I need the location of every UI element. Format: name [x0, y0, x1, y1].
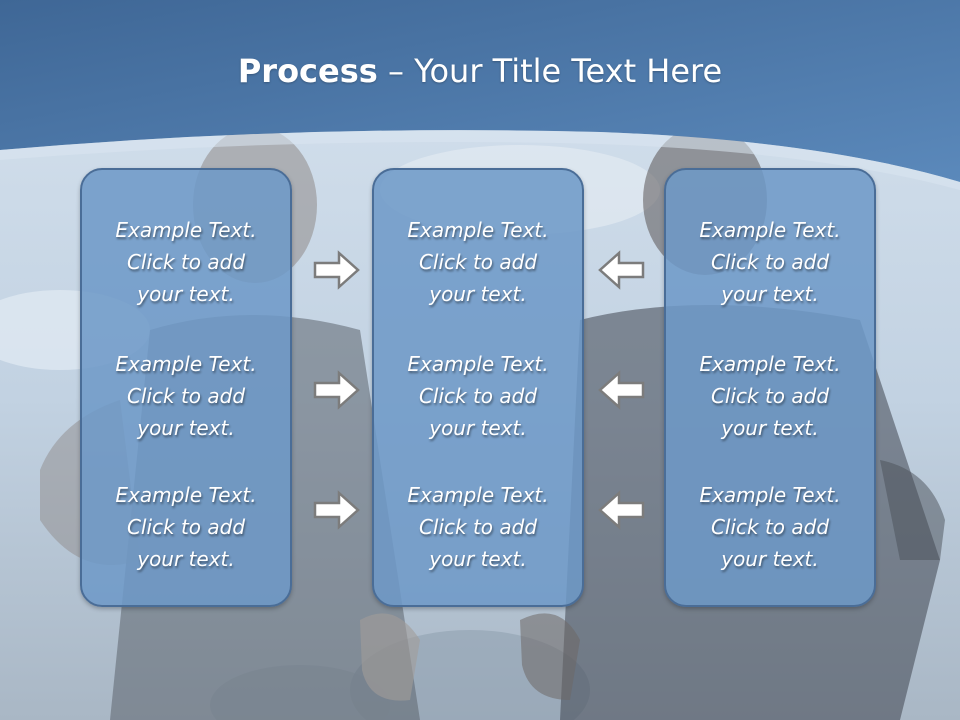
- text-line: Click to add: [418, 250, 538, 274]
- text-line: your text.: [429, 282, 527, 306]
- right-arrow-icon: [313, 490, 360, 530]
- text-line: your text.: [721, 547, 819, 571]
- left-arrow-icon: [598, 370, 645, 410]
- text-line: Click to add: [418, 384, 538, 408]
- text-line: Example Text.: [407, 218, 549, 242]
- process-box-right: Example Text. Click to add your text. Ex…: [664, 168, 876, 607]
- text-line: Click to add: [126, 515, 246, 539]
- text-line: your text.: [137, 547, 235, 571]
- text-line: your text.: [721, 416, 819, 440]
- text-line: Example Text.: [407, 352, 549, 376]
- slide-title[interactable]: Process – Your Title Text Here: [0, 52, 960, 90]
- text-line: Click to add: [418, 515, 538, 539]
- text-line: Click to add: [710, 384, 830, 408]
- text-line: your text.: [137, 282, 235, 306]
- text-line: Example Text.: [115, 352, 257, 376]
- text-line: Example Text.: [699, 483, 841, 507]
- process-box-middle: Example Text. Click to add your text. Ex…: [372, 168, 584, 607]
- text-placeholder[interactable]: Example Text. Click to add your text.: [666, 348, 874, 444]
- text-line: Click to add: [710, 250, 830, 274]
- text-line: your text.: [721, 282, 819, 306]
- text-line: Click to add: [126, 384, 246, 408]
- text-placeholder[interactable]: Example Text. Click to add your text.: [82, 348, 290, 444]
- title-rest: – Your Title Text Here: [377, 52, 723, 90]
- text-placeholder[interactable]: Example Text. Click to add your text.: [82, 479, 290, 575]
- text-line: your text.: [429, 547, 527, 571]
- text-line: Example Text.: [407, 483, 549, 507]
- text-placeholder[interactable]: Example Text. Click to add your text.: [82, 214, 290, 310]
- left-arrow-icon: [598, 490, 645, 530]
- text-line: Click to add: [126, 250, 246, 274]
- right-arrow-icon: [313, 250, 360, 290]
- text-line: your text.: [137, 416, 235, 440]
- left-arrow-icon: [598, 250, 645, 290]
- text-placeholder[interactable]: Example Text. Click to add your text.: [374, 214, 582, 310]
- text-placeholder[interactable]: Example Text. Click to add your text.: [666, 479, 874, 575]
- process-box-left: Example Text. Click to add your text. Ex…: [80, 168, 292, 607]
- text-line: your text.: [429, 416, 527, 440]
- text-line: Click to add: [710, 515, 830, 539]
- right-arrow-icon: [313, 370, 360, 410]
- text-line: Example Text.: [699, 352, 841, 376]
- header-band: [0, 0, 960, 190]
- text-placeholder[interactable]: Example Text. Click to add your text.: [666, 214, 874, 310]
- text-placeholder[interactable]: Example Text. Click to add your text.: [374, 348, 582, 444]
- title-strong: Process: [237, 52, 378, 90]
- text-line: Example Text.: [699, 218, 841, 242]
- text-line: Example Text.: [115, 218, 257, 242]
- text-placeholder[interactable]: Example Text. Click to add your text.: [374, 479, 582, 575]
- text-line: Example Text.: [115, 483, 257, 507]
